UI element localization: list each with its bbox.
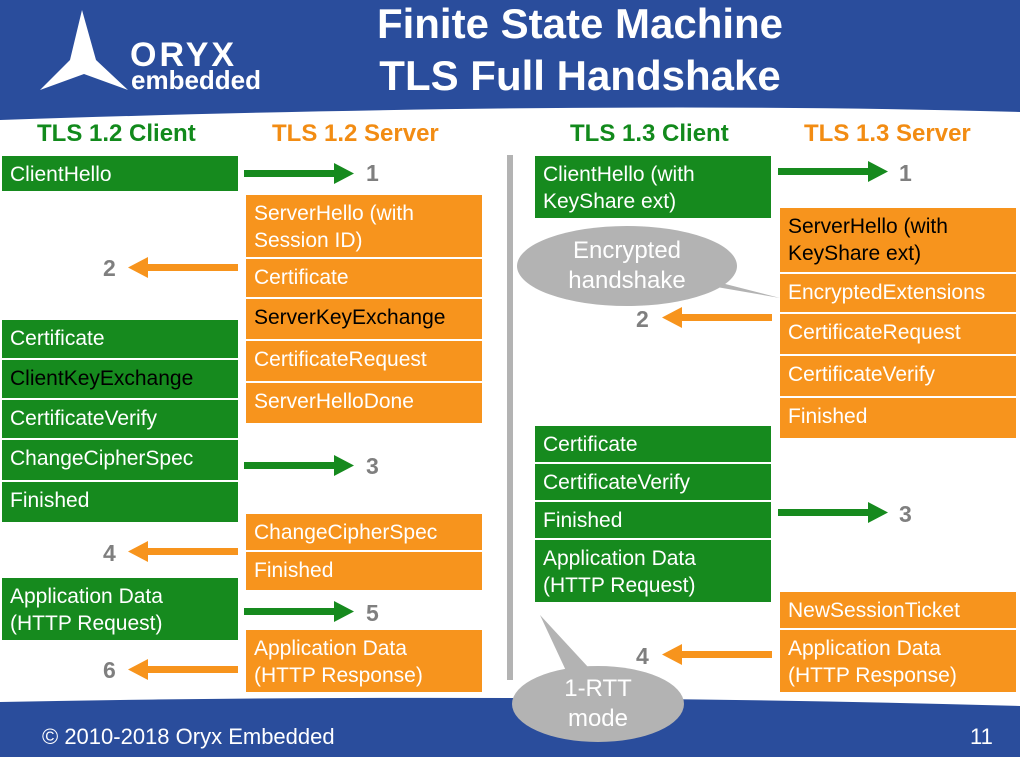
logo-word-embedded: embedded <box>131 65 262 95</box>
arrow-1-right <box>244 163 354 184</box>
tls12-client-key-exchange: ClientKeyExchange <box>2 360 238 398</box>
tls12-certificate-verify: CertificateVerify <box>2 400 238 438</box>
tls13-new-session-ticket: NewSessionTicket <box>780 592 1016 628</box>
arrow-4-left <box>128 541 238 562</box>
tls13-client-certificate: Certificate <box>535 426 771 462</box>
tls13-server-finished: Finished <box>780 398 1016 438</box>
tls12-client-heading: TLS 1.2 Client <box>37 120 196 147</box>
tls12-server-heading: TLS 1.2 Server <box>272 120 439 147</box>
tls13-client-certificate-verify: CertificateVerify <box>535 464 771 500</box>
encrypted-handshake-line2: handshake <box>568 267 686 294</box>
tls12-client-certificate: Certificate <box>2 320 238 358</box>
tls13-step-3: 3 <box>899 501 912 527</box>
column-divider <box>507 155 513 680</box>
tls13-client-heading: TLS 1.3 Client <box>570 120 729 147</box>
encrypted-handshake-callout <box>517 226 780 306</box>
tls12-server-hello: ServerHello (with Session ID) <box>246 195 482 257</box>
tls13-server-heading: TLS 1.3 Server <box>804 120 971 147</box>
header-banner <box>0 0 1020 120</box>
tls13-certificate-request: CertificateRequest <box>780 314 1016 354</box>
arrow-6-left <box>128 659 238 680</box>
tls12-client-change-cipher-spec: ChangeCipherSpec <box>2 440 238 480</box>
rtt-mode-callout <box>512 615 684 742</box>
oryx-logo-icon <box>40 10 128 90</box>
tls13-app-data-response: Application Data (HTTP Response) <box>780 630 1016 692</box>
tls12-client-finished: Finished <box>2 482 238 522</box>
tls13-server-hello: ServerHello (with KeyShare ext) <box>780 208 1016 272</box>
tls13-step-2: 2 <box>636 306 649 332</box>
rtt-mode-line2: mode <box>567 705 629 732</box>
tls13-app-data-request: Application Data (HTTP Request) <box>535 540 771 602</box>
footer-copyright: © 2010-2018 Oryx Embedded <box>42 724 335 749</box>
tls13-arrows <box>662 161 888 665</box>
tls13-encrypted-extensions: EncryptedExtensions <box>780 274 1016 312</box>
tls12-client-hello: ClientHello <box>2 156 238 191</box>
tls12-step-1: 1 <box>366 160 379 186</box>
tls12-server-certificate: Certificate <box>246 259 482 297</box>
tls12-certificate-request: CertificateRequest <box>246 341 482 381</box>
arrow-5-right <box>244 601 354 622</box>
arrow-3-right <box>244 455 354 476</box>
logo-word-oryx: ORYX <box>130 36 238 74</box>
footer-banner <box>0 697 1020 757</box>
rtt-mode-label: 1-RTT mode <box>538 674 658 734</box>
tls12-app-data-response: Application Data (HTTP Response) <box>246 630 482 692</box>
arrow-13-4-left <box>662 644 772 665</box>
tls12-arrows <box>128 163 354 680</box>
tls12-step-6: 6 <box>103 657 116 683</box>
tls13-server-certificate-verify: CertificateVerify <box>780 356 1016 396</box>
arrow-13-1-right <box>778 161 888 182</box>
title-line-1: Finite State Machine <box>376 0 784 47</box>
tls13-client-hello: ClientHello (with KeyShare ext) <box>535 156 771 218</box>
tls12-step-4: 4 <box>103 540 116 566</box>
tls12-server-hello-done: ServerHelloDone <box>246 383 482 423</box>
tls12-server-key-exchange: ServerKeyExchange <box>246 299 482 339</box>
tls12-server-change-cipher-spec: ChangeCipherSpec <box>246 514 482 550</box>
tls13-step-1: 1 <box>899 160 912 186</box>
tls12-step-5: 5 <box>366 600 379 626</box>
arrow-2-left <box>128 257 238 278</box>
tls12-server-finished: Finished <box>246 552 482 590</box>
tls12-app-data-request: Application Data (HTTP Request) <box>2 578 238 640</box>
rtt-mode-line1: 1-RTT <box>564 675 632 702</box>
arrow-13-2-left <box>662 307 772 328</box>
tls13-client-finished: Finished <box>535 502 771 538</box>
tls12-step-2: 2 <box>103 255 116 281</box>
page-number: 11 <box>970 724 993 749</box>
encrypted-handshake-line1: Encrypted <box>572 237 682 264</box>
tls13-step-4: 4 <box>636 643 649 669</box>
encrypted-handshake-label: Encrypted handshake <box>537 236 717 296</box>
title-line-2: TLS Full Handshake <box>379 52 781 99</box>
arrow-13-3-right <box>778 502 888 523</box>
tls12-step-3: 3 <box>366 453 379 479</box>
